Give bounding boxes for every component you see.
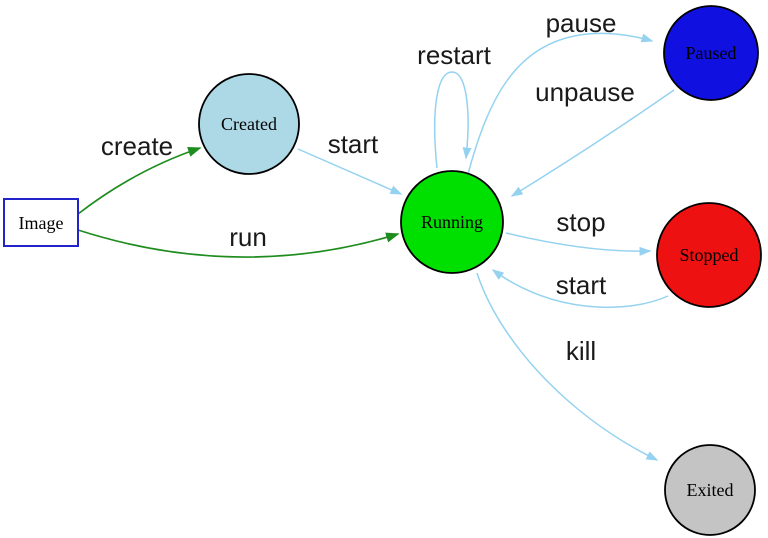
edge-start-created-label: start <box>328 129 379 159</box>
node-running-label: Running <box>421 212 483 232</box>
edge-create-label: create <box>101 131 173 161</box>
edges-layer <box>77 32 675 461</box>
node-running <box>400 170 504 274</box>
node-image-label: Image <box>19 213 64 233</box>
node-exited-label: Exited <box>687 480 734 500</box>
edge-start-stopped-label: start <box>556 270 607 300</box>
edge-run <box>77 229 400 258</box>
node-paused-label: Paused <box>686 43 737 63</box>
edge-pause-label: pause <box>546 8 617 38</box>
edge-stop <box>505 232 652 256</box>
node-stopped-label: Stopped <box>679 245 738 265</box>
edge-unpause-label: unpause <box>535 77 635 107</box>
node-exited <box>664 444 756 536</box>
node-image <box>3 198 79 247</box>
edge-kill <box>476 272 659 461</box>
edge-kill-label: kill <box>566 336 596 366</box>
node-created-label: Created <box>221 114 277 134</box>
edge-unpause <box>510 89 675 197</box>
edge-restart-self-loop <box>433 71 472 169</box>
edge-start-stopped-running <box>491 269 669 308</box>
node-paused <box>663 5 759 101</box>
edge-stop-label: stop <box>556 207 605 237</box>
edge-start-created-running <box>297 148 403 195</box>
nodes-layer: Image Created Running Paused Stopped Exi… <box>3 5 762 536</box>
edge-create <box>77 146 202 215</box>
edge-pause <box>467 32 654 175</box>
node-stopped <box>656 202 762 308</box>
node-created <box>198 73 300 175</box>
edge-run-label: run <box>229 222 267 252</box>
edge-restart-label: restart <box>417 40 491 70</box>
edge-labels-layer: create run start restart pause unpause s… <box>101 8 635 366</box>
